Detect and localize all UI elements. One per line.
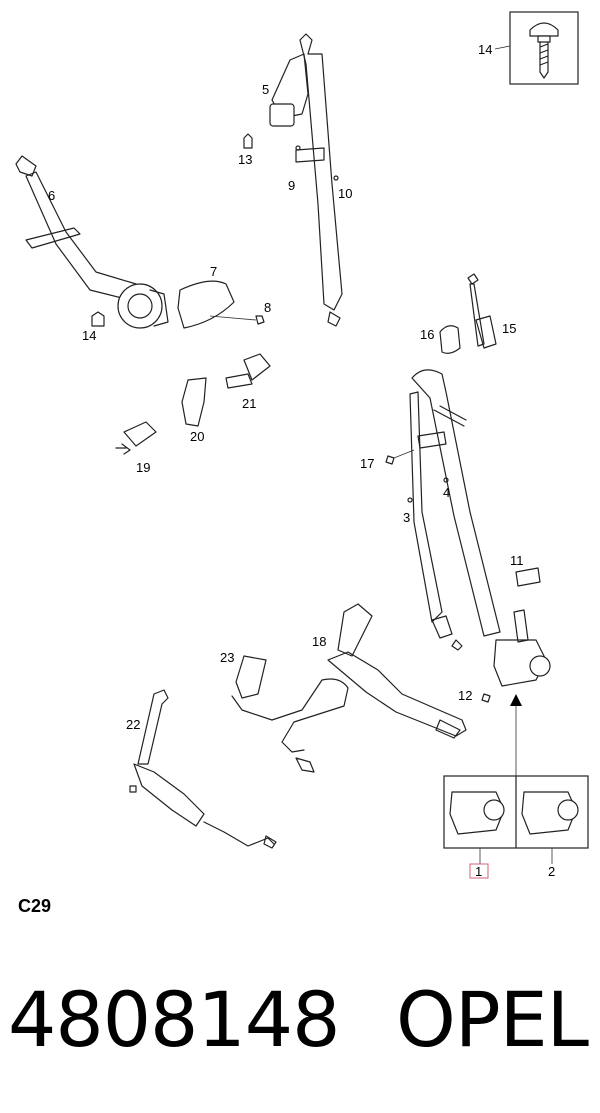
label-20: 20: [190, 429, 204, 444]
label-5: 5: [262, 82, 269, 97]
highlight-box: [469, 863, 489, 879]
label-11: 11: [510, 553, 524, 568]
label-12: 12: [458, 688, 472, 703]
label-2: 2: [548, 864, 555, 879]
label-9: 9: [288, 178, 295, 193]
label-13: 13: [238, 152, 252, 167]
label-7: 7: [210, 264, 217, 279]
label-14-left: 14: [82, 328, 96, 343]
label-1: 1: [475, 864, 482, 879]
label-6: 6: [48, 188, 55, 203]
label-23: 23: [220, 650, 234, 665]
height-adjuster: 16 15: [420, 273, 516, 354]
label-22: 22: [126, 717, 140, 732]
brand-name: OPEL: [396, 975, 589, 1064]
label-15: 15: [502, 321, 516, 336]
screw-inset: 14: [478, 11, 579, 85]
label-18: 18: [312, 634, 326, 649]
label-16: 16: [420, 327, 434, 342]
label-3: 3: [403, 510, 410, 525]
label-17: 17: [360, 456, 374, 471]
part-6-retractor-assembly: 6 7 8 14: [15, 155, 271, 343]
retractor-variants-inset: 1 2: [443, 775, 589, 879]
part-18-buckle-cable: 18 23: [220, 603, 467, 773]
part-5-upper-belt: 5 13 9 10: [238, 33, 352, 327]
label-4: 4: [443, 485, 450, 500]
diagram-code-label: C29: [18, 896, 52, 916]
label-21: 21: [242, 396, 256, 411]
part-number: 4808148: [8, 975, 340, 1064]
label-19: 19: [136, 460, 150, 475]
label-10: 10: [338, 186, 352, 201]
label-14-inset: 14: [478, 42, 492, 57]
buckle-parts: 19 20 21: [115, 353, 271, 475]
part-22-buckle-stalk: 22: [126, 689, 277, 849]
label-8: 8: [264, 300, 271, 315]
part-1-front-belt: 17 4 3 11 12: [360, 369, 551, 703]
